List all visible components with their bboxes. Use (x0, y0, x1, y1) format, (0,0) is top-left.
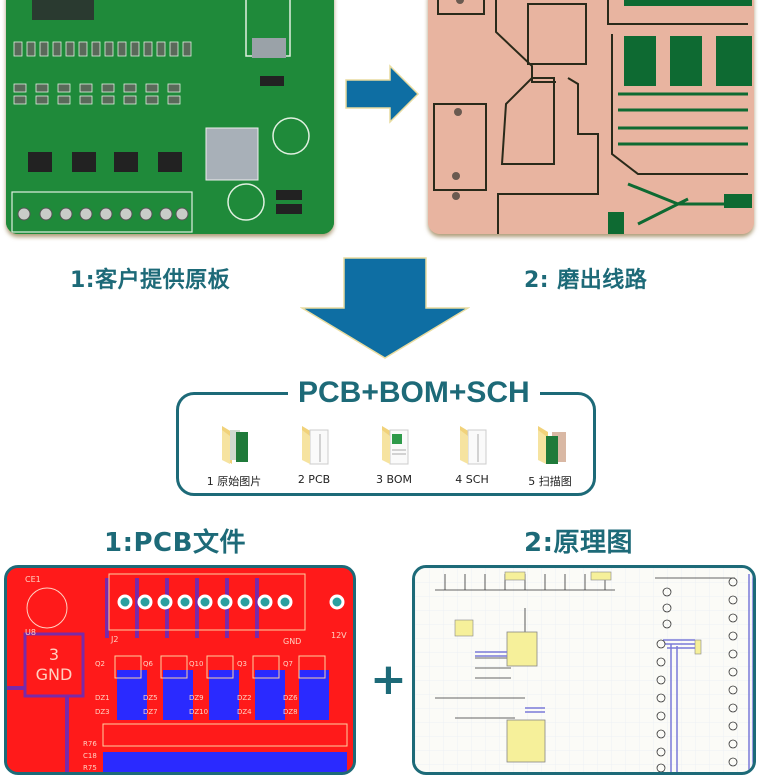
step-2-caption: 2: 磨出线路 (524, 268, 648, 293)
dz-label: DZ9 (189, 694, 204, 702)
dz-label: DZ10 (189, 708, 208, 716)
schematic-image (412, 565, 756, 775)
q-label: Q3 (237, 660, 247, 668)
file-item[interactable]: 2 PCB (274, 422, 354, 486)
q-label: Q2 (95, 660, 105, 668)
dz-label: DZ2 (237, 694, 252, 702)
gnd-pad-label: GND (36, 665, 73, 684)
file-label: 4 SCH (455, 473, 489, 486)
pcb-layout-illustration: 3 GND CE1 U8 J2 GND 12V Q2 Q6 Q10 Q3 Q7 … (7, 568, 353, 772)
folder-photo-icon (214, 422, 254, 466)
j2-label: J2 (110, 635, 118, 644)
gnd-label: GND (283, 637, 301, 646)
file-item[interactable]: 1 原始图片 (194, 422, 274, 489)
dz-label: DZ7 (143, 708, 158, 716)
driver-ic (506, 719, 546, 763)
part-label: R75 (83, 764, 97, 772)
deliverables-title: PCB+BOM+SCH (288, 376, 540, 410)
small-ic (454, 619, 474, 637)
folder-document-icon (452, 422, 492, 466)
part-label: R76 (83, 740, 97, 748)
12v-label: 12V (331, 631, 347, 640)
arrow-down-icon (299, 256, 471, 364)
mcu-chip (32, 0, 94, 20)
q-label: Q10 (189, 660, 203, 668)
dz-label: DZ6 (283, 694, 298, 702)
step-1-caption: 1:客户提供原板 (70, 268, 231, 293)
file-label: 2 PCB (297, 473, 331, 486)
copper-pcb-illustration (428, 0, 754, 234)
dz-label: DZ1 (95, 694, 110, 702)
dz-label: DZ3 (95, 708, 110, 716)
ce1-label: CE1 (25, 575, 41, 584)
green-pcb-illustration (6, 0, 334, 234)
folder-document-icon (294, 422, 334, 466)
schematic-illustration (415, 568, 753, 772)
plus-sign: + (370, 654, 407, 705)
folder-spreadsheet-icon (374, 422, 414, 466)
gnd-pad-number: 3 (49, 645, 59, 664)
file-label: 1 原始图片 (206, 475, 262, 488)
schematic-caption: 2:原理图 (524, 528, 633, 558)
part-label: C18 (83, 752, 97, 760)
pcb-layout-image: 3 GND CE1 U8 J2 GND 12V Q2 Q6 Q10 Q3 Q7 … (4, 565, 356, 775)
q-label: Q6 (143, 660, 154, 668)
original-board-photo (6, 0, 334, 234)
pcb-file-caption: 1:PCB文件 (104, 528, 246, 558)
u8-label: U8 (25, 628, 36, 637)
heatsink-pad (205, 127, 259, 181)
file-item[interactable]: 3 BOM (354, 422, 434, 486)
file-label: 5 扫描图 (528, 475, 572, 488)
file-item[interactable]: 5 扫描图 (510, 422, 590, 489)
q-label: Q7 (283, 660, 293, 668)
dz-label: DZ8 (283, 708, 298, 716)
milled-board-photo (428, 0, 754, 234)
file-item[interactable]: 4 SCH (432, 422, 512, 486)
arrow-right-icon (344, 64, 420, 128)
file-label: 3 BOM (376, 473, 412, 486)
dz-label: DZ5 (143, 694, 158, 702)
mcu-ic (506, 631, 538, 667)
dz-label: DZ4 (237, 708, 252, 716)
folder-scan-icon (530, 422, 570, 466)
